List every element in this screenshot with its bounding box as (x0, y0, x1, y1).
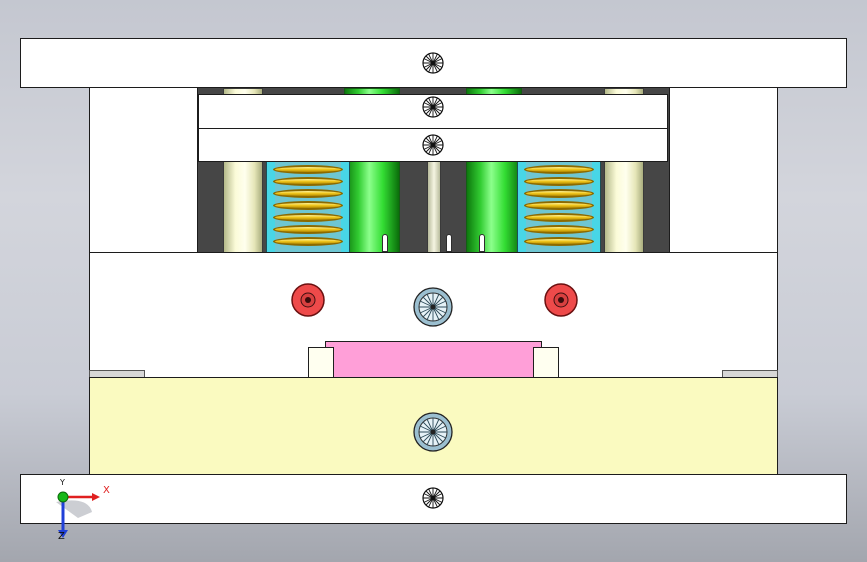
left-spring-coil (273, 165, 343, 174)
right-spring-coil (524, 201, 594, 210)
bolt-head-icon[interactable] (422, 134, 444, 156)
large-bolt-icon[interactable] (412, 411, 454, 453)
ejector-pin-icon[interactable] (290, 282, 326, 318)
ejector-pin-icon[interactable] (543, 282, 579, 318)
right-spring-coil (524, 177, 594, 186)
left-support-rail[interactable] (89, 86, 198, 254)
left-spring-coil (273, 177, 343, 186)
center-rod[interactable] (427, 160, 441, 254)
triad-axes-icon (56, 491, 100, 538)
ejector-pin[interactable] (382, 234, 388, 252)
left-spring-coil (273, 201, 343, 210)
bolt-head-icon[interactable] (422, 487, 444, 509)
right-spring[interactable] (517, 160, 601, 254)
bolt-head-icon[interactable] (422, 52, 444, 74)
right-locating-block[interactable] (533, 347, 559, 379)
bolt-head-icon[interactable] (422, 96, 444, 118)
right-support-rail[interactable] (669, 86, 778, 254)
triad-y-label: Y (60, 478, 65, 487)
left-spring-coil (273, 189, 343, 198)
ejector-pin[interactable] (446, 234, 452, 252)
cavity-insert[interactable] (325, 341, 542, 379)
left-spring-coil (273, 237, 343, 246)
orientation-triad[interactable]: X Y Z (48, 478, 120, 546)
right-spring-coil (524, 189, 594, 198)
left-spring-coil (273, 225, 343, 234)
left-locating-block[interactable] (308, 347, 334, 379)
triad-x-label: X (103, 485, 110, 496)
triad-z-label: Z (58, 531, 65, 542)
right-spring-coil (524, 213, 594, 222)
ejector-pin[interactable] (479, 234, 485, 252)
left-spring-coil (273, 213, 343, 222)
right-spring-coil (524, 237, 594, 246)
left-spring[interactable] (266, 160, 350, 254)
right-spring-coil (524, 225, 594, 234)
large-bolt-icon[interactable] (412, 286, 454, 328)
right-spring-coil (524, 165, 594, 174)
